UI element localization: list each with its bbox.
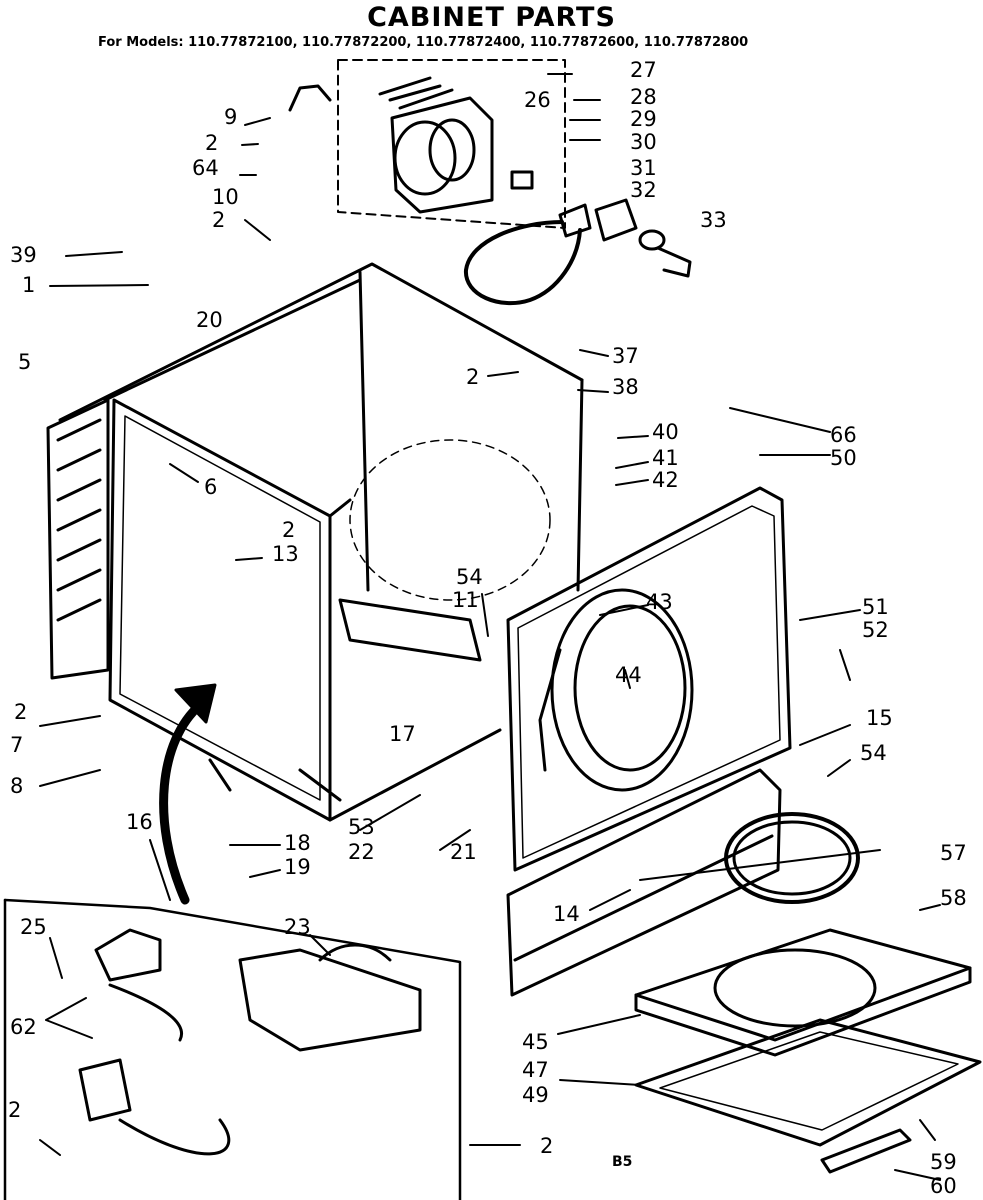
callout-2: 2 <box>282 518 296 542</box>
callout-66: 66 <box>830 423 857 447</box>
callout-15: 15 <box>866 706 893 730</box>
callout-58: 58 <box>940 886 967 910</box>
callout-7: 7 <box>10 733 24 757</box>
callout-2: 2 <box>8 1098 22 1122</box>
model-list: For Models: 110.77872100, 110.77872200, … <box>98 35 749 50</box>
callout-17: 17 <box>389 722 416 746</box>
callout-64: 64 <box>192 156 219 180</box>
callout-43: 43 <box>646 590 673 614</box>
leader-lines <box>39 73 941 1181</box>
callout-20: 20 <box>196 308 223 332</box>
wiring-inset <box>3 898 462 1200</box>
page-code: B5 <box>612 1154 633 1170</box>
callout-42: 42 <box>652 468 679 492</box>
callout-9: 9 <box>224 105 238 129</box>
callout-23: 23 <box>284 915 311 939</box>
callout-2: 2 <box>212 208 226 232</box>
callout-2: 2 <box>466 365 480 389</box>
cabinet-body <box>46 262 584 822</box>
callout-19: 19 <box>284 855 311 879</box>
callout-5: 5 <box>18 350 32 374</box>
callout-6: 6 <box>204 475 218 499</box>
front-panel <box>506 486 792 872</box>
callout-54: 54 <box>860 741 887 765</box>
callout-33: 33 <box>700 208 727 232</box>
callout-11: 11 <box>452 588 479 612</box>
callout-38: 38 <box>612 375 639 399</box>
diagram-title: CABINET PARTS <box>367 2 616 33</box>
callout-2: 2 <box>14 700 28 724</box>
callout-22: 22 <box>348 840 375 864</box>
callout-60: 60 <box>930 1174 957 1198</box>
callout-41: 41 <box>652 446 679 470</box>
callout-31: 31 <box>630 156 657 180</box>
callout-8: 8 <box>10 774 24 798</box>
callout-51: 51 <box>862 595 889 619</box>
callout-45: 45 <box>522 1030 549 1054</box>
callout-16: 16 <box>126 810 153 834</box>
callout-13: 13 <box>272 542 299 566</box>
callout-29: 29 <box>630 107 657 131</box>
callout-52: 52 <box>862 618 889 642</box>
callout-62: 62 <box>10 1015 37 1039</box>
callout-27: 27 <box>630 58 657 82</box>
motor-assembly <box>288 59 566 229</box>
callout-44: 44 <box>615 663 642 687</box>
door-seal <box>724 812 860 904</box>
callout-59: 59 <box>930 1150 957 1174</box>
callout-1: 1 <box>22 273 36 297</box>
callout-14: 14 <box>553 902 580 926</box>
direction-arrow <box>159 683 217 905</box>
callout-26: 26 <box>524 88 551 112</box>
callout-30: 30 <box>630 130 657 154</box>
callout-10: 10 <box>212 185 239 209</box>
callout-57: 57 <box>940 841 967 865</box>
callout-47: 47 <box>522 1058 549 1082</box>
callout-40: 40 <box>652 420 679 444</box>
callout-18: 18 <box>284 831 311 855</box>
callout-53: 53 <box>348 815 375 839</box>
callout-49: 49 <box>522 1083 549 1107</box>
callout-21: 21 <box>450 840 477 864</box>
idler-assembly <box>558 198 692 278</box>
callout-32: 32 <box>630 178 657 202</box>
callout-54: 54 <box>456 565 483 589</box>
callout-39: 39 <box>10 243 37 267</box>
callout-28: 28 <box>630 85 657 109</box>
drive-belt <box>463 220 582 306</box>
toe-panel <box>506 768 782 997</box>
callout-25: 25 <box>20 915 47 939</box>
callout-2: 2 <box>205 131 219 155</box>
door-assembly <box>634 928 982 1174</box>
callout-50: 50 <box>830 446 857 470</box>
callout-2: 2 <box>540 1134 554 1158</box>
callout-37: 37 <box>612 344 639 368</box>
